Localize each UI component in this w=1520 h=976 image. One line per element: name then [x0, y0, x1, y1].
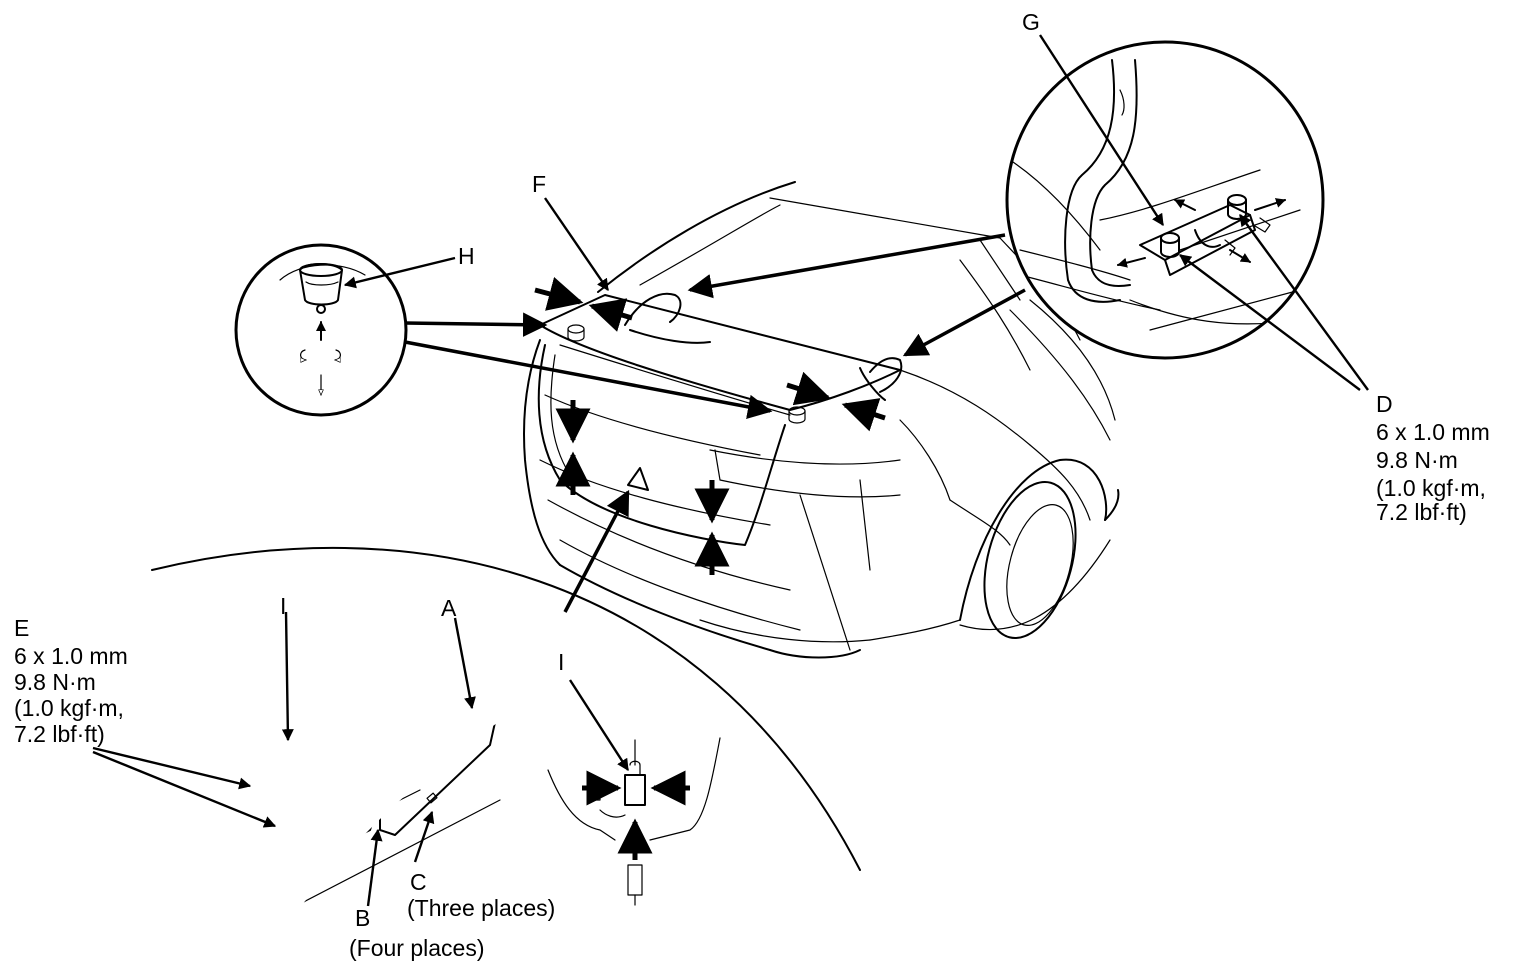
bump-stop-left [567, 324, 585, 342]
detail-h-circle [234, 243, 408, 417]
label-f: F [532, 171, 546, 197]
adjust-arrows [534, 276, 886, 575]
bump-stop-right [788, 406, 806, 424]
spec-e-torque: 9.8 N·m [14, 669, 96, 695]
label-e-group: E 6 x 1.0 mm 9.8 N·m (1.0 kgf·m, 7.2 lbf… [14, 615, 128, 747]
label-b-note: (Four places) [349, 935, 484, 961]
detail-g-circle [1005, 40, 1325, 360]
label-i-left: I [280, 593, 286, 619]
callout-lines [404, 233, 1026, 613]
label-e: E [14, 615, 29, 641]
spec-d-torque: 9.8 N·m [1376, 447, 1458, 473]
spec-e-kgf: (1.0 kgf·m, [14, 695, 124, 721]
trunk-latch [627, 467, 649, 491]
spec-e-size: 6 x 1.0 mm [14, 643, 128, 669]
spec-e-lbf: 7.2 lbf·ft) [14, 721, 105, 747]
label-d: D [1376, 391, 1393, 417]
label-g: G [1022, 9, 1040, 35]
label-b: B [355, 905, 370, 931]
label-h: H [458, 243, 475, 269]
trunk-hinge-right [859, 357, 903, 401]
trunk-hinge-left [624, 292, 711, 344]
detail-latch-panel [151, 546, 861, 936]
label-i-right: I [558, 649, 564, 675]
label-c-note: (Three places) [407, 895, 555, 921]
spec-d-lbf: 7.2 lbf·ft) [1376, 499, 1467, 525]
leader-lines [92, 34, 1369, 907]
label-a: A [441, 595, 457, 621]
label-c: C [410, 869, 427, 895]
spec-d-size: 6 x 1.0 mm [1376, 419, 1490, 445]
spec-d-kgf: (1.0 kgf·m, [1376, 475, 1486, 501]
label-d-group: D 6 x 1.0 mm 9.8 N·m (1.0 kgf·m, 7.2 lbf… [1376, 391, 1490, 525]
